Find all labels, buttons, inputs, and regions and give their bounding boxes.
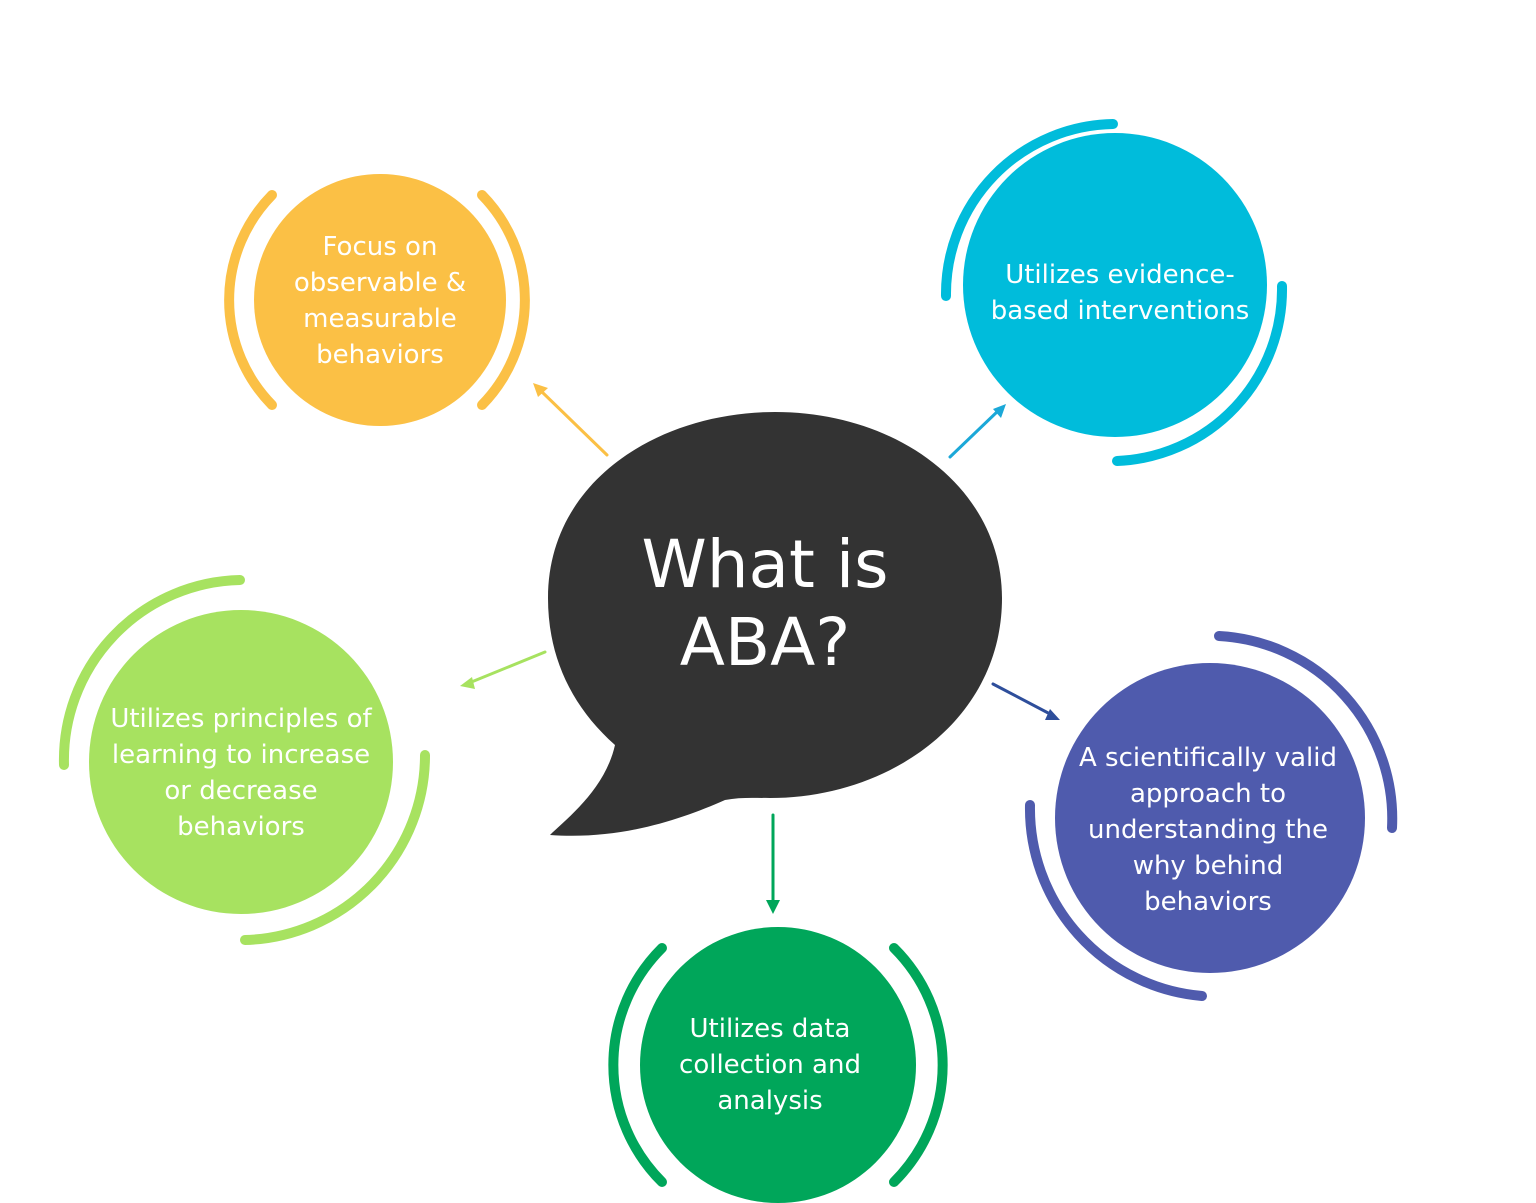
node-scientific [1024, 631, 1398, 1001]
node-scientific-bottom-arc [1024, 800, 1207, 1001]
node-observable-circle [254, 174, 506, 426]
node-observable-left-arc [224, 190, 277, 410]
node-principles [58, 575, 430, 945]
node-data-circle [640, 927, 916, 1203]
arrow-to-principles [460, 650, 547, 689]
node-observable-right-arc [477, 190, 530, 410]
node-observable-label: Focus on observable & measurable behavio… [293, 231, 467, 370]
node-data-label: Utilizes data collection and analysis [679, 1014, 861, 1116]
arrow-to-evidence [948, 404, 1006, 459]
arrow-to-scientific [991, 682, 1060, 720]
arrow-to-observable [533, 383, 609, 457]
node-data-right-arc [889, 943, 948, 1187]
node-data [608, 927, 948, 1203]
node-evidence-circle [963, 133, 1267, 437]
node-evidence-top-arc [940, 119, 1118, 301]
arrow-to-data [766, 813, 780, 914]
node-principles-bottom-arc [240, 750, 430, 945]
node-evidence-label: Utilizes evidence- based interventions [990, 259, 1250, 326]
center-speech-bubble [548, 412, 1002, 836]
node-principles-top-arc [58, 575, 245, 770]
node-observable [224, 174, 530, 426]
node-evidence-bottom-arc [1112, 281, 1288, 466]
node-data-left-arc [608, 943, 667, 1187]
node-scientific-label: A scientifically valid approach to under… [1079, 743, 1337, 917]
node-scientific-top-arc [1214, 631, 1398, 833]
node-scientific-circle [1055, 663, 1365, 973]
node-principles-circle [89, 610, 393, 914]
node-principles-label: Utilizes principles of learning to incre… [110, 703, 372, 842]
node-evidence [940, 119, 1288, 466]
center-title: What is ABA? [641, 526, 889, 681]
